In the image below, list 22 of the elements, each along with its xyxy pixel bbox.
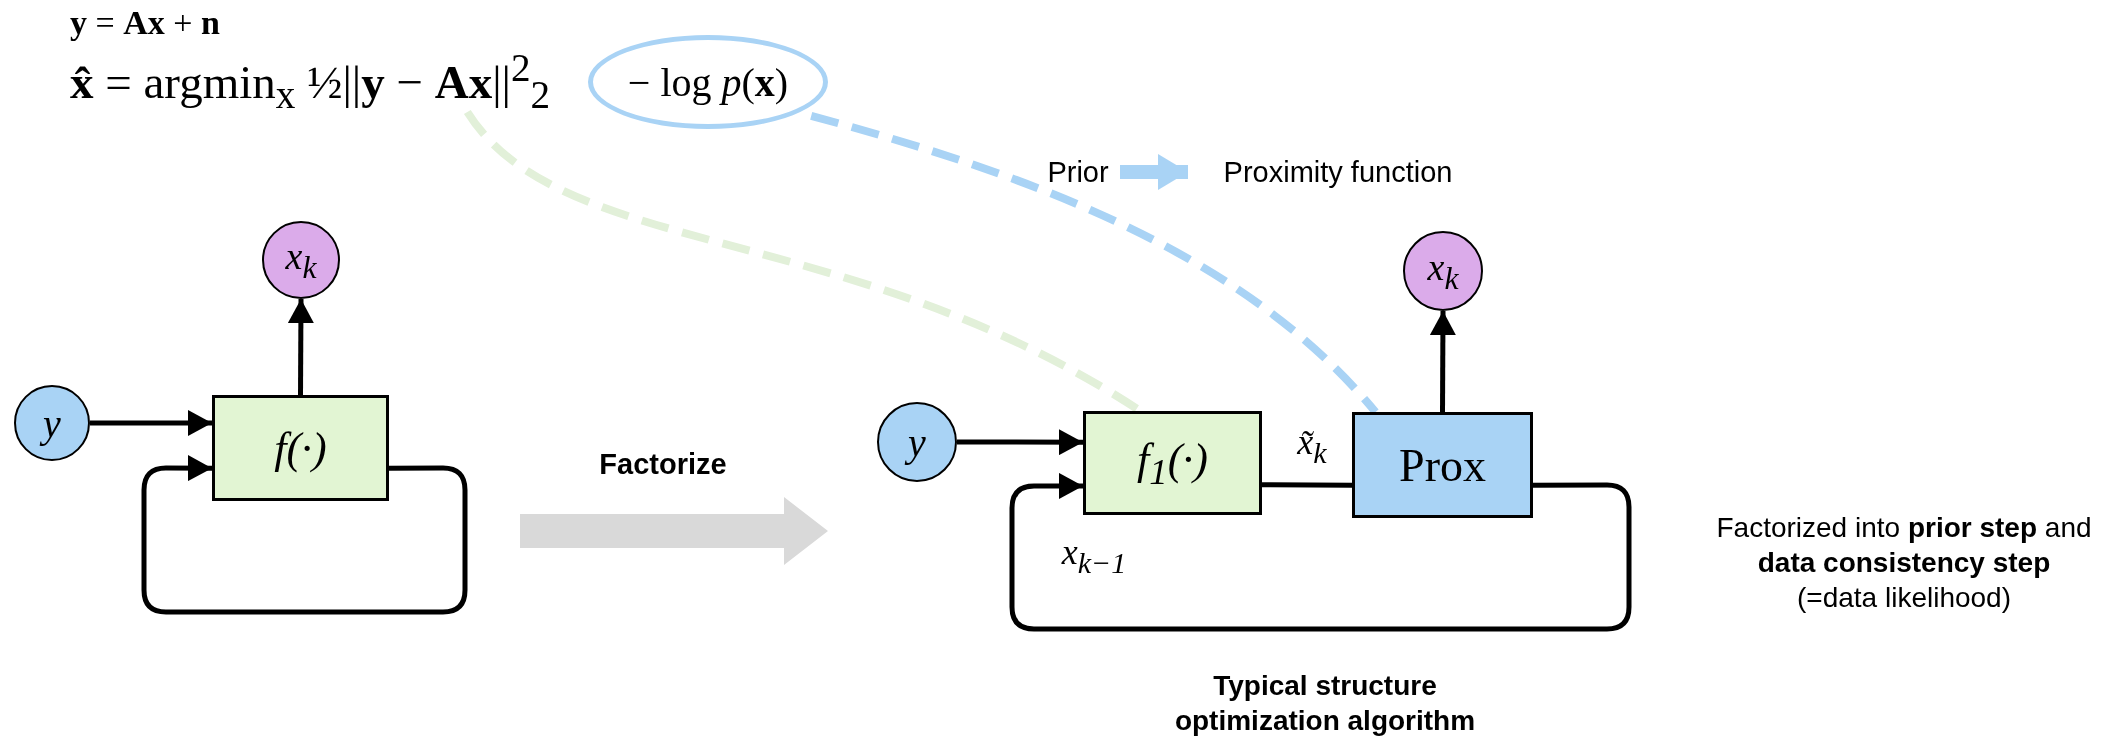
text-label: Proximity function (1188, 152, 1488, 192)
arrow (1429, 311, 1456, 412)
function-box: f(·) (212, 395, 389, 501)
arrow (957, 429, 1083, 456)
output-circle: x$_{k}$ (262, 221, 340, 299)
prox-box: Prox (1352, 412, 1533, 518)
connector-line (1262, 482, 1352, 488)
arrow-label: Factorize (598, 447, 728, 482)
loop-arrow (1009, 472, 1632, 632)
arrow (287, 299, 314, 395)
arrow (90, 410, 212, 436)
loop-arrow (141, 455, 468, 615)
function-box: f$_{1}$(·) (1083, 411, 1262, 515)
caption-text: Typical structure optimization algorithm (1173, 669, 1477, 738)
text-label: Prior (1036, 152, 1120, 192)
input-circle: y (14, 385, 90, 461)
note-text: Factorized into prior step and data consistency step (=data likelihood) (1715, 511, 2093, 615)
block-arrow (1120, 154, 1188, 190)
input-circle: y (877, 402, 957, 482)
highlight-ellipse: − log p(x) (588, 35, 828, 129)
output-circle: x$_{k}$ (1403, 231, 1483, 311)
equation-text: y = Ax + n (70, 3, 221, 43)
